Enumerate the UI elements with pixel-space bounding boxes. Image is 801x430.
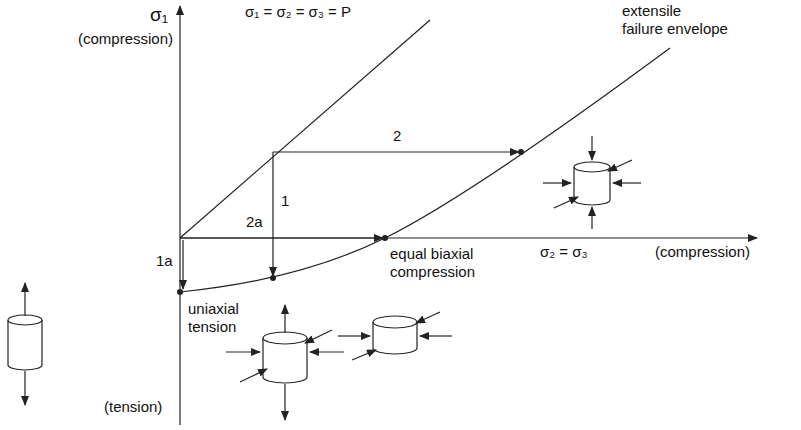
cylinder-icon bbox=[226, 305, 344, 420]
curve-label: extensile bbox=[622, 2, 681, 20]
cylinder-icon bbox=[8, 283, 42, 405]
axis-note: (compression) bbox=[655, 243, 750, 261]
load-path-2 bbox=[273, 151, 519, 152]
callout-number: 2a bbox=[246, 213, 263, 231]
hydrostatic-line bbox=[180, 20, 430, 238]
load-path-2a bbox=[180, 237, 383, 238]
callout-number: 2 bbox=[393, 127, 401, 145]
curve-label: failure envelope bbox=[622, 20, 728, 38]
failure-points bbox=[177, 149, 524, 295]
callout-number: 1a bbox=[156, 252, 173, 270]
axis-note: (tension) bbox=[104, 398, 162, 416]
point-label: compression bbox=[390, 263, 475, 281]
failure-envelope bbox=[180, 48, 670, 292]
cylinder-icon bbox=[543, 136, 641, 229]
sigma23-axis bbox=[180, 237, 757, 238]
point-label: equal biaxial bbox=[390, 245, 473, 263]
point-label: tension bbox=[188, 318, 236, 336]
load-path-1a bbox=[182, 240, 183, 289]
line-label: σ₁ = σ₂ = σ₃ = P bbox=[245, 3, 351, 21]
point-label: uniaxial bbox=[188, 300, 239, 318]
axis-note: (compression) bbox=[78, 30, 173, 48]
axis-label: σ₁ bbox=[150, 6, 168, 24]
cylinder-icon bbox=[338, 312, 452, 360]
sigma1-axis bbox=[179, 6, 180, 425]
load-path-1 bbox=[272, 152, 273, 276]
callout-number: 1 bbox=[281, 192, 289, 210]
axis-label: σ₂ = σ₃ bbox=[540, 243, 588, 261]
